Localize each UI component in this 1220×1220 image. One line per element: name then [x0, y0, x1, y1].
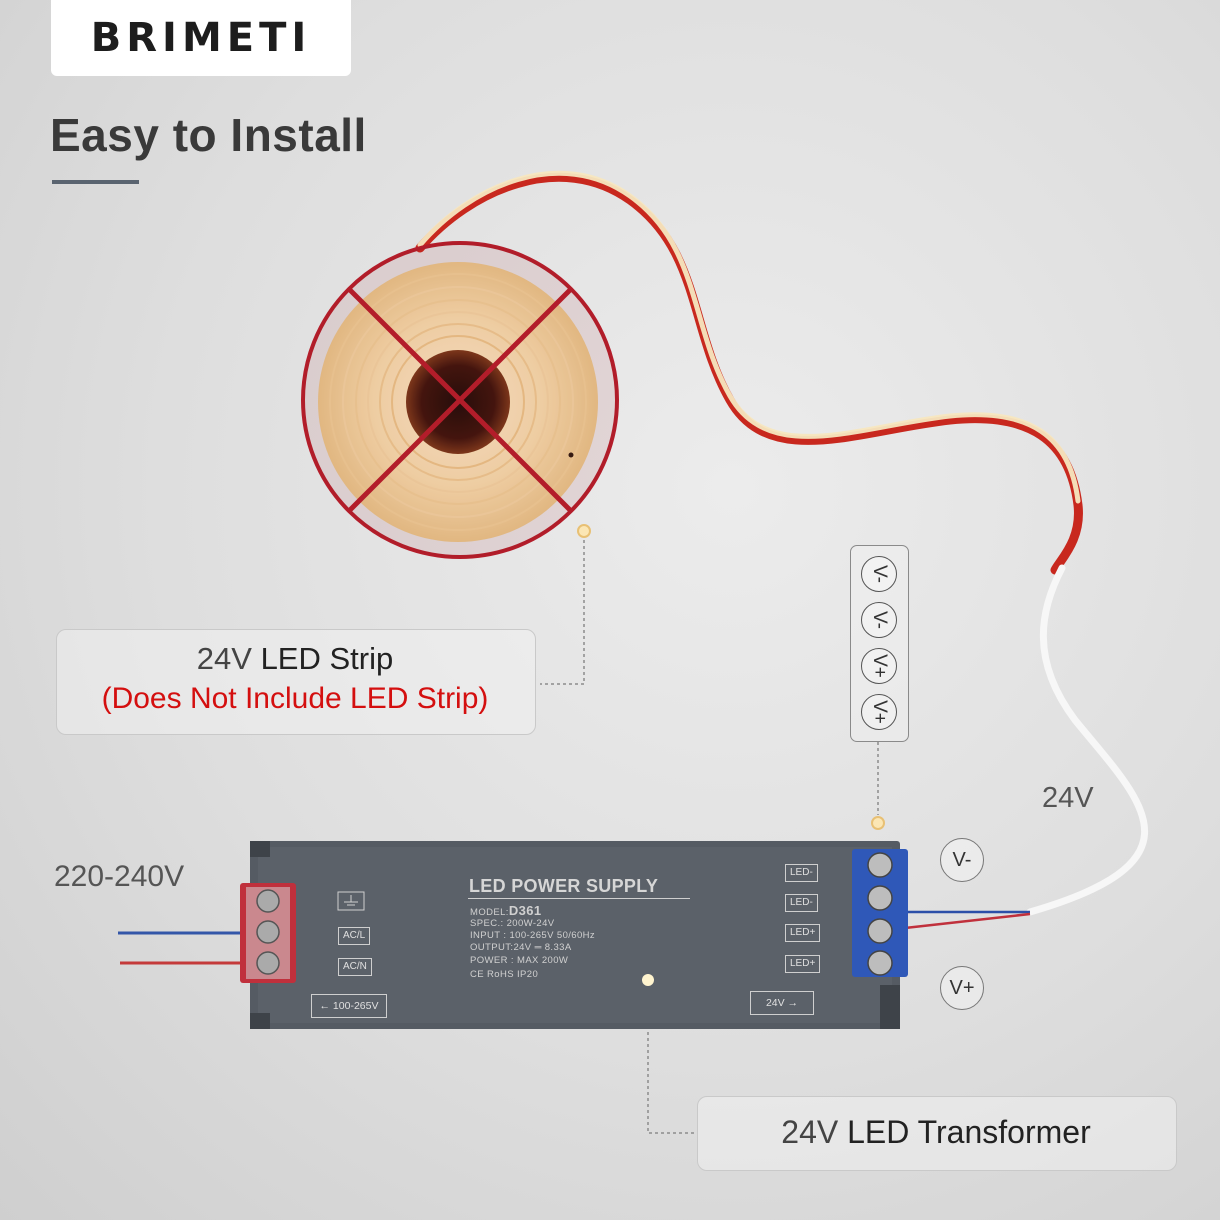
v-minus-marker: V- — [940, 838, 984, 882]
input-voltage-label: 220-240V — [54, 860, 185, 893]
input-range-tag: ← 100-265V — [311, 994, 387, 1018]
led-strip-name: LED Strip — [260, 641, 394, 676]
transformer-voltage: 24V — [781, 1114, 839, 1150]
supply-model-value: D361 — [508, 903, 542, 918]
supply-model: MODEL:D361 — [470, 903, 542, 918]
v-plus-marker: V+ — [940, 966, 984, 1010]
terminal-led-minus-1: LED- — [785, 864, 818, 882]
transformer-name: LED Transformer — [847, 1114, 1091, 1150]
supply-spec: SPEC.: 200W-24V — [470, 918, 555, 929]
supply-input: INPUT : 100-265V 50/60Hz — [470, 930, 596, 941]
terminal-ac-l: AC/L — [338, 927, 371, 945]
transformer-callout — [697, 1096, 1177, 1171]
led-strip-voltage: 24V — [196, 641, 252, 676]
polarity-pin-3: V+ — [861, 648, 897, 684]
transformer-label: 24V LED Transformer — [697, 1114, 1175, 1151]
supply-output: OUTPUT:24V ═ 8.33A — [470, 942, 572, 953]
brand-logo-text: BRIMETI — [90, 15, 312, 61]
polarity-pin-1: V- — [861, 556, 897, 592]
polarity-pin-2: V- — [861, 602, 897, 638]
supply-model-label: MODEL: — [470, 907, 509, 918]
output-voltage-tag: 24V → — [750, 991, 814, 1015]
led-strip-callout — [56, 629, 536, 735]
terminal-led-plus-2: LED+ — [785, 955, 821, 973]
supply-power: POWER : MAX 200W — [470, 955, 569, 966]
output-voltage-label: 24V — [1042, 782, 1094, 814]
led-strip-label: 24V LED Strip — [56, 641, 534, 677]
brand-logo: BRIMETI — [51, 0, 351, 76]
terminal-ac-n: AC/N — [338, 958, 372, 976]
page-title: Easy to Install — [50, 109, 367, 161]
terminal-led-minus-2: LED- — [785, 894, 818, 912]
output-cable — [1026, 564, 1148, 916]
not-included-crossout — [301, 241, 619, 559]
led-transformer — [240, 841, 908, 1029]
supply-certs: CE RoHS IP20 — [470, 969, 539, 980]
led-strip-note: (Does Not Include LED Strip) — [101, 682, 489, 715]
supply-title: LED POWER SUPPLY — [469, 876, 659, 896]
polarity-pin-4: V+ — [861, 694, 897, 730]
terminal-led-plus-1: LED+ — [785, 924, 821, 942]
supply-title-rule — [468, 898, 690, 899]
title-underline — [52, 180, 139, 184]
